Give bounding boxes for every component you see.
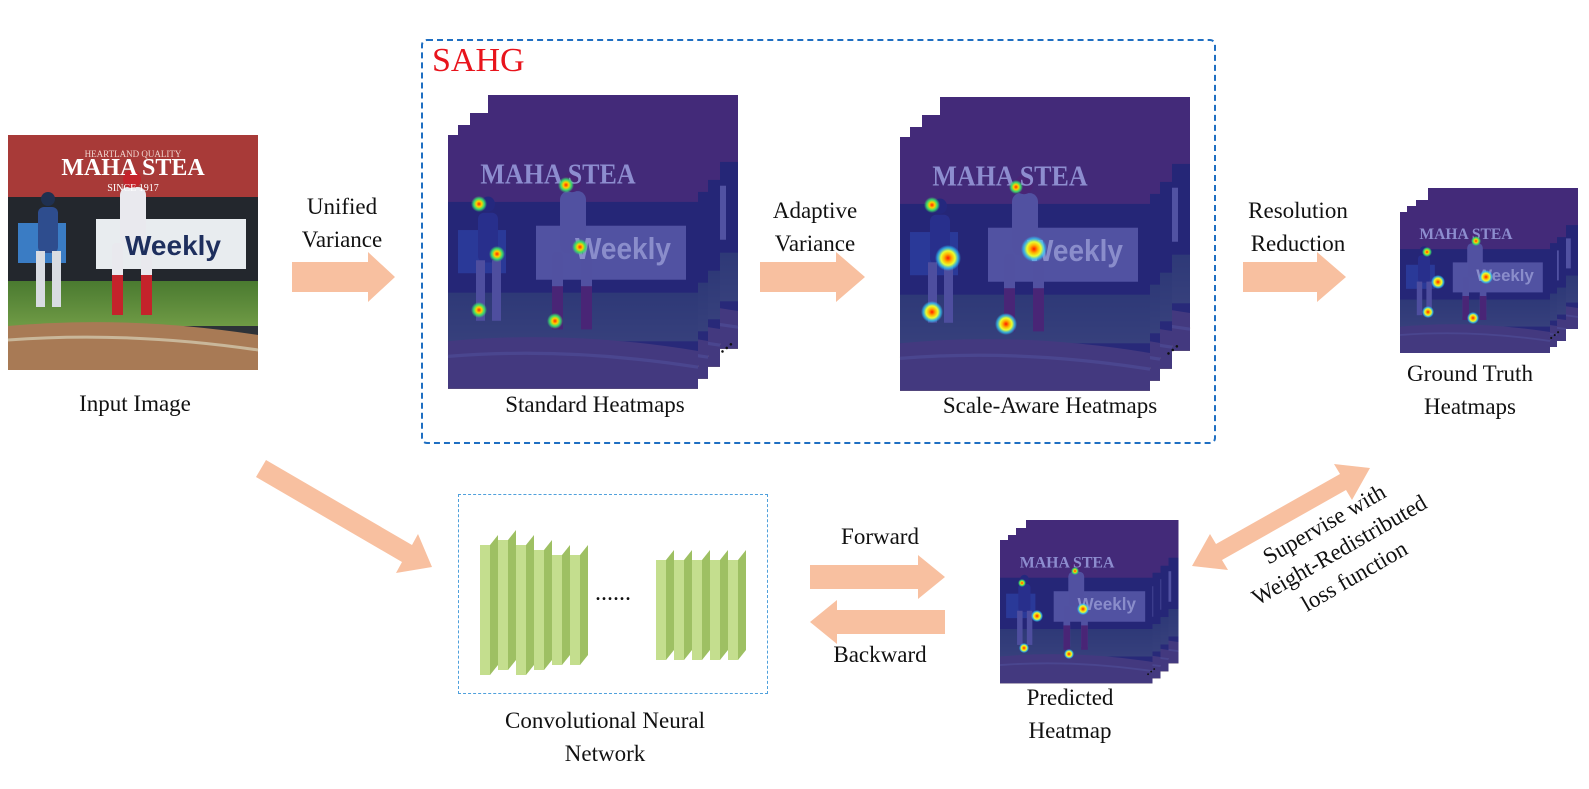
arrow-backward xyxy=(810,600,945,644)
cnn-layer-group-right xyxy=(656,550,746,660)
input-image-label: Input Image xyxy=(79,391,191,416)
arrow-resolution-reduction xyxy=(1243,252,1346,302)
ground-truth-heatmap-front: MAHA STEA Weekly xyxy=(1400,212,1550,353)
standard-heatmaps-stack: MAHA STEA Weekly ... xyxy=(448,95,738,389)
banner-subtitle-top: HEARTLAND QUALITY xyxy=(85,149,182,159)
cnn-box xyxy=(458,494,768,694)
arrow-adaptive-variance xyxy=(760,252,865,302)
scale-aware-heatmaps-label: Scale-Aware Heatmaps xyxy=(942,393,1158,418)
flow-arrows xyxy=(256,252,1370,644)
predicted-keypoints xyxy=(1018,567,1089,659)
sahg-module-box xyxy=(421,39,1216,444)
banner-text: MAHA STEA xyxy=(61,155,205,181)
svg-text:Weekly: Weekly xyxy=(1077,595,1136,614)
predicted-heatmap-front: MAHA STEA Weekly xyxy=(1000,540,1153,683)
svg-text:MAHA STEA: MAHA STEA xyxy=(1419,226,1513,243)
banner-subtitle: SINCE 1917 xyxy=(107,183,158,194)
cnn-layer-group-left xyxy=(480,530,588,675)
svg-text:MAHA STEA: MAHA STEA xyxy=(1020,554,1115,571)
cnn-label: Convolutional Neural Network xyxy=(505,708,705,766)
predicted-heatmap-label: Predicted Heatmap xyxy=(1026,685,1114,743)
unified-variance-label: Unified Variance xyxy=(301,194,383,252)
heatmap-ad-text: Weekly xyxy=(575,233,672,266)
adaptive-variance-label: Adaptive Variance xyxy=(772,198,858,256)
forward-label: Forward xyxy=(841,524,919,549)
arrow-unified-variance xyxy=(292,252,395,302)
scale-aware-keypoints xyxy=(921,180,1047,335)
sahg-title: SAHG xyxy=(432,42,525,79)
predicted-heatmap-stack: MAHA STEA Weekly ... xyxy=(1000,520,1179,683)
scale-aware-heatmaps-stack: MAHA STEA Weekly ... xyxy=(900,97,1190,391)
ad-text: Weekly xyxy=(125,230,221,261)
cnn-layers: ...... xyxy=(480,530,746,675)
backward-label: Backward xyxy=(833,642,927,667)
standard-heatmaps-label: Standard Heatmaps xyxy=(505,392,685,417)
ground-truth-label: Ground Truth Heatmaps xyxy=(1407,361,1533,419)
cnn-ellipsis: ...... xyxy=(595,580,631,606)
standard-keypoints xyxy=(471,177,588,329)
ground-truth-heatmaps-stack: MAHA STEA Weekly ... xyxy=(1400,188,1578,353)
ground-truth-keypoints xyxy=(1422,236,1493,324)
arrow-forward xyxy=(810,555,945,599)
resolution-reduction-label: Resolution Reduction xyxy=(1248,198,1348,256)
arrow-to-cnn xyxy=(256,460,432,573)
arrow-supervise xyxy=(1192,464,1370,570)
input-image: HEARTLAND QUALITY MAHA STEA SINCE 1917 W… xyxy=(6,133,260,372)
